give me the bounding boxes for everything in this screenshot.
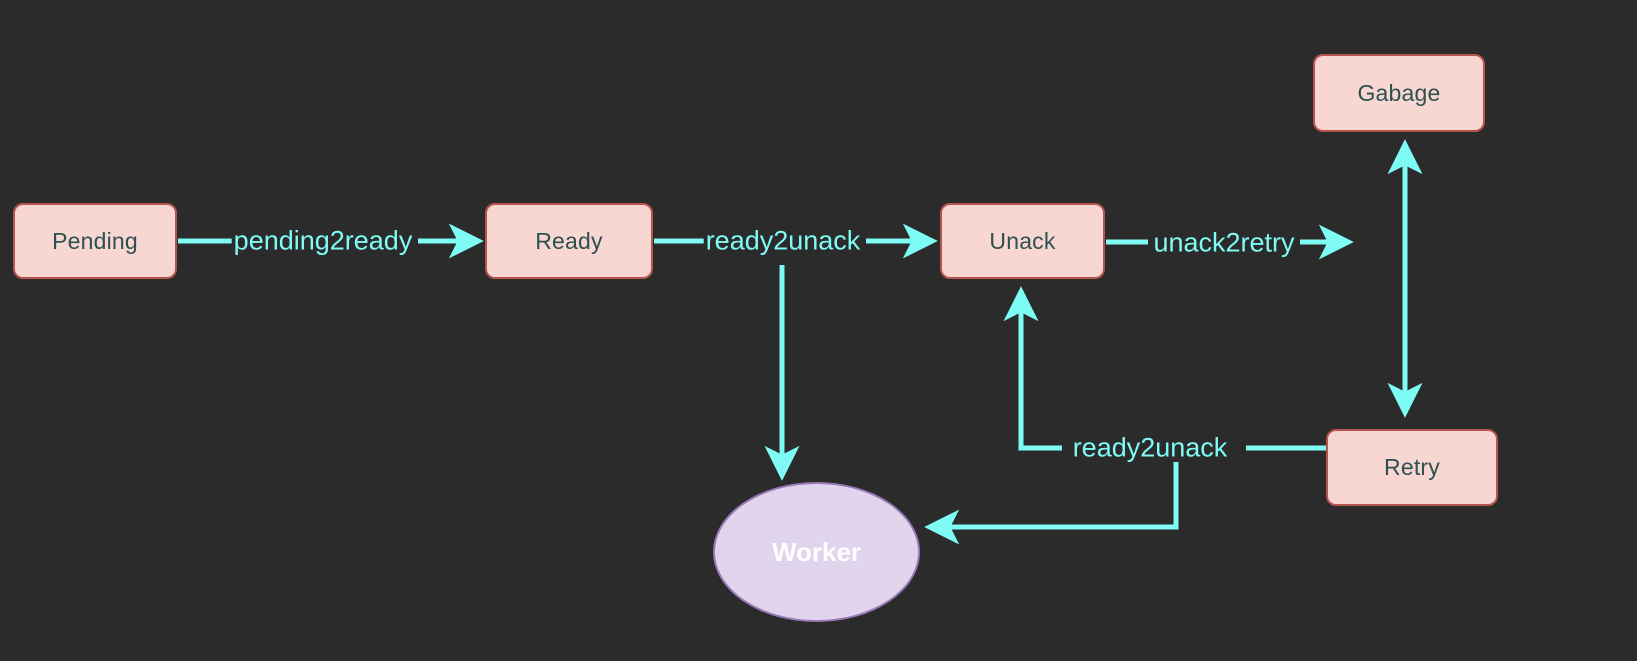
node-gabage-label: Gabage: [1357, 79, 1441, 106]
node-gabage[interactable]: Gabage: [1313, 54, 1485, 132]
edge-retry-to-unack: [1003, 286, 1326, 451]
edge-label-ready2unack-top: ready2unack: [703, 225, 863, 256]
edge-label-unack2retry: unack2retry: [1151, 227, 1297, 258]
node-ready[interactable]: Ready: [485, 203, 653, 279]
edge-label-ready2unack-bottom: ready2unack: [1070, 432, 1230, 463]
node-ready-label: Ready: [535, 227, 603, 254]
node-pending[interactable]: Pending: [13, 203, 177, 279]
edge-label-pending2ready: pending2ready: [231, 225, 415, 256]
node-retry[interactable]: Retry: [1326, 429, 1498, 506]
node-unack[interactable]: Unack: [940, 203, 1105, 279]
node-unack-label: Unack: [989, 227, 1056, 254]
node-pending-label: Pending: [52, 227, 138, 254]
node-worker-label: Worker: [771, 536, 862, 567]
node-worker[interactable]: Worker: [713, 482, 920, 622]
edge-retry-to-worker: [924, 462, 1179, 545]
node-retry-label: Retry: [1384, 454, 1440, 480]
